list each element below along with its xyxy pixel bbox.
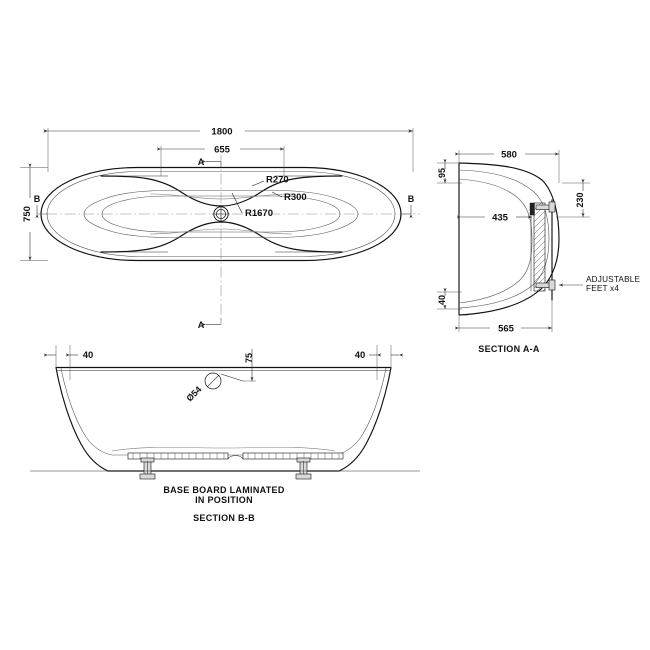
dim-label-750: 750: [22, 206, 33, 222]
dim-label-40-right: 40: [355, 350, 366, 361]
annotation-adjustable-feet-line1: ADJUSTABLE: [586, 275, 641, 284]
dim-label-655: 655: [214, 145, 231, 156]
dim-label-waste-diameter: Ø54: [184, 384, 203, 403]
section-bb-base-curve: [111, 446, 336, 452]
section-aa-outer-shell: [458, 162, 560, 316]
dim-label-75: 75: [244, 353, 254, 363]
section-aa-bowl-profile: [458, 178, 533, 304]
radius-label-r300: R300: [284, 192, 307, 203]
section-marker-b-left: B: [34, 194, 48, 219]
dim-centre-opening: 655: [156, 145, 285, 176]
base-board-note-line1: BASE BOARD LAMINATED: [163, 485, 285, 495]
section-bb-view: 40 40 75 Ø54 BASE BOARD LAMINATED IN POS…: [30, 345, 420, 523]
radius-callout-r300: R300: [271, 191, 307, 203]
dim-label-1800: 1800: [211, 127, 232, 138]
radius-label-r1670: R1670: [245, 208, 273, 219]
waist-curve-bottom: [100, 221, 343, 253]
dim-label-40-aa: 40: [437, 295, 447, 305]
dim-overall-width: 750: [20, 163, 48, 261]
section-marker-a-top: A: [198, 157, 222, 167]
dim-label-230: 230: [575, 192, 585, 207]
bath-plan-outer: [40, 166, 402, 262]
section-aa-inner-shell: [458, 169, 550, 309]
dim-bb-75: 75: [243, 349, 256, 382]
section-bb-title: SECTION B-B: [193, 513, 255, 523]
section-letter-b-right: B: [408, 194, 415, 204]
bowl-inner-ring-1: [101, 195, 341, 233]
dim-aa-435: 435: [456, 213, 532, 224]
base-board-note-line2: IN POSITION: [195, 495, 253, 505]
section-letter-b-left: B: [34, 194, 41, 204]
waste-diameter-callout: Ø54: [184, 372, 244, 403]
plan-view: 1800 655 750 A A: [20, 127, 420, 330]
section-letter-a-bottom: A: [198, 320, 205, 330]
annotation-adjustable-feet-line2: FEET x4: [586, 284, 619, 293]
bath-plan-wall: [46, 171, 396, 257]
dim-aa-40: 40: [437, 287, 462, 310]
dim-label-95: 95: [437, 168, 447, 178]
radius-label-r270: R270: [266, 175, 289, 186]
dim-aa-95: 95: [437, 158, 462, 184]
section-bb-feet: [139, 457, 312, 480]
radius-callout-r1670: R1670: [231, 192, 273, 219]
section-marker-b-right: B: [402, 194, 415, 219]
section-aa-view: 580 95 435 230: [437, 150, 641, 354]
base-board: [127, 452, 344, 460]
section-bb-inner-profile: [60, 367, 387, 456]
dim-aa-580: 580: [454, 150, 560, 183]
annotation-adjustable-feet: ADJUSTABLE FEET x4: [559, 275, 641, 293]
bowl-outline-1: [83, 190, 359, 238]
radius-callout-r270: R270: [251, 175, 289, 187]
dim-label-435: 435: [492, 213, 509, 224]
dim-label-40-left: 40: [83, 350, 94, 361]
dim-bb-40-left: 40: [43, 345, 94, 380]
dim-aa-230: 230: [556, 178, 590, 218]
dim-overall-length: 1800: [43, 127, 414, 172]
section-marker-a-bottom: A: [198, 318, 222, 330]
section-aa-title: SECTION A-A: [478, 344, 540, 354]
dim-aa-565: 565: [454, 300, 553, 335]
dim-bb-40-right: 40: [355, 345, 404, 380]
interior-soft-curve-top: [149, 193, 293, 200]
section-letter-a-top: A: [198, 157, 205, 167]
dim-label-580: 580: [501, 150, 517, 161]
section-aa-support-frame: [529, 199, 556, 301]
waste-outlet: [212, 205, 230, 223]
dim-label-565: 565: [498, 324, 515, 335]
interior-soft-curve-bottom: [149, 228, 293, 235]
